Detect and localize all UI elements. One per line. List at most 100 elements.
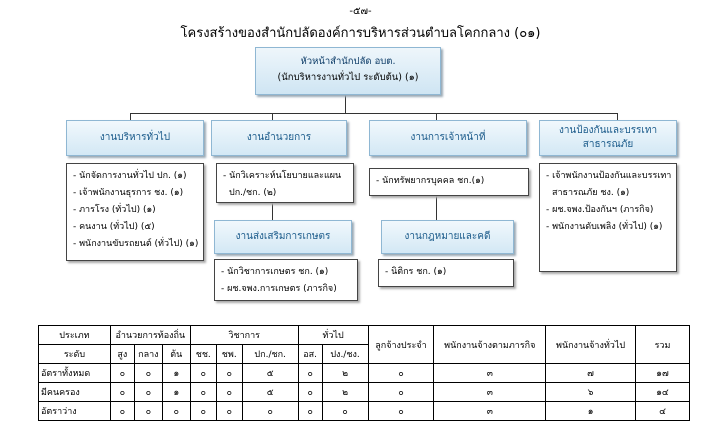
table-row-label: อัตราทั้งหมด [38,363,111,383]
table-header-cell: รวม [634,325,691,364]
page-number: -๕๗- [349,6,372,17]
list-item: - ภารโรง (ทั่วไป) (๑) [73,205,156,215]
connector-horizontal [130,113,618,114]
table-cell: ๐ [215,363,243,383]
table-cell: ๑๗ [634,363,691,383]
table-cell: ๖ [545,382,636,402]
head-title: หัวหน้าสำนักปลัด อบต. [300,56,396,67]
table-cell: ๑ [161,382,191,402]
table-cell: ๐ [133,363,163,383]
table-cell: ๐ [321,401,369,421]
list-item: - นักวิชาการเกษตร ชก. (๑) [221,267,329,277]
table-header-cell: พนักงานจ้างทั่วไป [545,325,636,364]
list-item: - นักวิเคราะห์นโยบายและแผน [223,171,342,181]
table-subheader-row: ระดับ สูง กลาง ต้น ชช. ชพ. ปก./ชก. อส. ป… [38,344,690,364]
unit-general-title: งานบริหารทั่วไป [66,120,204,156]
table-cell: ๒ [321,363,369,383]
table-cell: ๐ [367,363,435,383]
table-cell: ๐ [133,401,163,421]
unit-agri-list: - นักวิชาการเกษตร ชก. (๑) - ผช.จพง.การเก… [214,259,358,301]
page-title: โครงสร้างของสำนักปลัดองค์การบริหารส่วนตำ… [180,26,541,41]
table-cell: ๕ [241,382,299,402]
unit-disaster-list: - เจ้าพนักงานป้องกันและบรรเทา สาธารณภัย … [539,163,677,272]
table-header-cell: วิชาการ [189,325,299,345]
list-item: - นักทรัพยากรบุคคล ชก.(๑) [376,176,485,186]
unit-officer-title: งานการเจ้าหน้าที่ [369,120,527,156]
table-cell: ๑ [161,363,191,383]
table-row: มีคนครอง ๐ ๐ ๑ ๐ ๐ ๕ ๐ ๒ ๐ ๓ ๖ ๑๔ [38,382,691,402]
table-cell: ๐ [297,401,323,421]
table-header-cell: สูง [109,344,135,364]
list-item: - นิติกร ชก. (๑) [385,267,447,277]
table-header-row: ประเภท อำนวยการท้องถิ่น วิชาการ ทั่วไป ล… [38,325,691,364]
table-row-label: มีคนครอง [38,382,111,402]
table-cell: ๑ [545,401,636,421]
table-cell: ๕ [241,363,299,383]
unit-disaster-title-line1: งานป้องกันและบรรเทา [558,125,658,136]
connector-officer-to-law [436,196,437,220]
table-header-cell: ระดับ [38,344,111,364]
table-header-cell: ปง./ชง. [321,344,369,364]
table-cell: ๐ [215,382,243,402]
list-item: - พนักงานขับรถยนต์ (ทั่วไป) (๑) [73,239,199,249]
table-cell: ๔ [634,401,691,421]
list-item: - คนงาน (ทั่วไป) (๕) [73,222,155,232]
table-cell: ๐ [109,363,135,383]
list-item: - ผช.จพง.การเกษตร (ภารกิจ) [221,284,337,294]
table-cell: ๗ [545,363,636,383]
table-header-cell: กลาง [133,344,163,364]
table-cell: ๓ [433,363,547,383]
unit-admin-title: งานอำนวยการ [211,120,347,156]
table-cell: ๑๔ [634,382,691,402]
table-header-cell: อำนวยการท้องถิ่น [109,325,191,345]
head-box: หัวหน้าสำนักปลัด อบต. (นักบริหารงานทั่วไ… [255,47,441,95]
table-cell: ๐ [215,401,243,421]
table-header-cell: ลูกจ้างประจำ [367,325,435,364]
list-item: - พนักงานดับเพลิง (ทั่วไป) (๑) [546,222,663,232]
table-cell: ๐ [241,401,299,421]
list-item: สาธารณภัย ชง. (๑) [552,188,630,198]
connector-general [130,113,131,120]
table-header-cell: ปก./ชก. [241,344,299,364]
list-item: - นักจัดการงานทั่วไป ปก. (๑) [73,171,187,181]
table-cell: ๓ [433,401,547,421]
unit-officer-list: - นักทรัพยากรบุคคล ชก.(๑) [369,168,529,196]
table-cell: ๐ [109,401,135,421]
unit-general-list: - นักจัดการงานทั่วไป ปก. (๑) - เจ้าพนักง… [66,163,204,261]
table-row: อัตราทั้งหมด ๐ ๐ ๑ ๐ ๐ ๕ ๐ ๒ ๐ ๓ ๗ ๑๗ [38,363,691,383]
unit-admin-list: - นักวิเคราะห์นโยบายและแผน ปก./ชก. (๒) [216,163,354,203]
table-header-cell: ต้น [161,344,191,364]
unit-law-title: งานกฎหมายและคดี [381,220,514,254]
unit-disaster-title: งานป้องกันและบรรเทา สาธารณภัย [539,120,677,156]
table-row: อัตราว่าง ๐ ๐ ๐ ๐ ๐ ๐ ๐ ๐ ๐ ๓ ๑ ๔ [38,401,691,421]
table-cell: ๓ [433,382,547,402]
table-cell: ๐ [189,401,217,421]
table-header-cell: ชพ. [215,344,243,364]
table-header-cell: อส. [297,344,323,364]
table-header-cell: ประเภท [38,325,111,345]
table-cell: ๐ [189,363,217,383]
table-cell: ๐ [109,382,135,402]
list-item: ปก./ชก. (๒) [229,188,277,198]
table-header-cell: ชช. [189,344,217,364]
connector-admin [272,113,273,120]
table-cell: ๐ [297,363,323,383]
connector-admin-to-agri [272,203,273,220]
table-row-label: อัตราว่าง [38,401,111,421]
list-item: - เจ้าพนักงานธุรการ ชง. (๑) [73,188,184,198]
table-cell: ๐ [133,382,163,402]
table-header-cell: พนักงานจ้างตามภารกิจ [433,325,547,364]
unit-law-list: - นิติกร ชก. (๑) [378,259,514,287]
unit-disaster-title-line2: สาธารณภัย [582,139,634,150]
connector-head-down [345,95,346,113]
list-item: - ผช.จพง.ป้องกันฯ (ภารกิจ) [546,205,654,215]
table-cell: ๒ [321,382,369,402]
list-item: - เจ้าพนักงานป้องกันและบรรเทา [546,171,672,181]
connector-disaster [617,113,618,120]
table-cell: ๐ [161,401,191,421]
connector-officer [436,113,437,120]
unit-agri-title: งานส่งเสริมการเกษตร [214,220,352,254]
table-cell: ๐ [297,382,323,402]
staffing-table: ประเภท อำนวยการท้องถิ่น วิชาการ ทั่วไป ล… [38,325,691,421]
head-subtitle: (นักบริหารงานทั่วไป ระดับต้น) (๑) [277,72,419,83]
